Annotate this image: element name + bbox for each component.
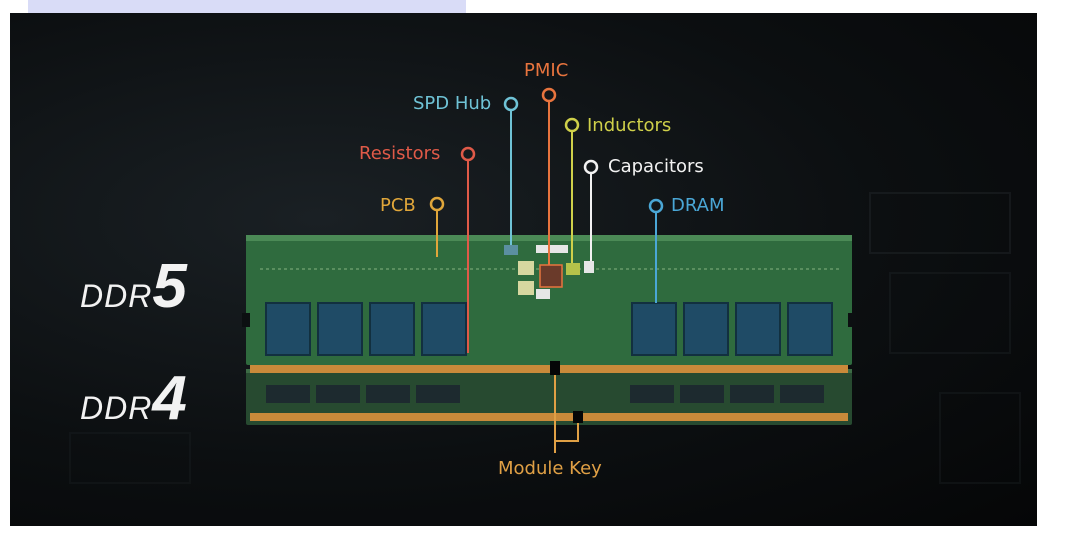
capacitors-label: Capacitors [608, 156, 704, 177]
pmic-label: PMIC [524, 60, 569, 81]
ddr5-gold-contacts [250, 365, 848, 373]
module-key-label: Module Key [498, 458, 602, 479]
pcb-leader [429, 196, 445, 257]
pmic-leader [541, 87, 557, 265]
ddr5-title-prefix: DDR [80, 278, 153, 314]
resistors-label: Resistors [359, 143, 441, 164]
module-key-bracket [554, 375, 579, 453]
ddr5-center-components [504, 245, 594, 299]
ddr4-module [246, 369, 852, 425]
capacitors-leader [583, 159, 599, 261]
pmic-chip [539, 264, 563, 288]
ddr5-key-notch [550, 361, 560, 375]
ddr5-dram-chips [265, 302, 833, 356]
ram-module-diagram [69, 87, 1021, 484]
spd-hub-leader [503, 96, 519, 245]
dram-label: DRAM [671, 195, 725, 216]
ddr4-title-prefix: DDR [80, 390, 153, 426]
ddr4-title-number: 4 [152, 364, 187, 433]
ddr4-key-notch [573, 411, 583, 423]
inductors-label: Inductors [587, 115, 672, 136]
ddr5-title: DDR5 [80, 251, 187, 322]
dram-leader [648, 198, 664, 303]
resistors-leader [460, 146, 476, 353]
diagram-stage: PMIC SPD Hub Inductors Resistors Capacit… [10, 13, 1037, 526]
ddr4-title: DDR4 [80, 363, 187, 434]
inductors-leader [564, 117, 580, 263]
top-highlight-bar [28, 0, 466, 14]
background-circuit [69, 192, 1021, 484]
pcb-label: PCB [380, 195, 416, 216]
ddr5-title-number: 5 [152, 252, 187, 321]
spd-hub-label: SPD Hub [413, 93, 492, 114]
ddr4-chips [266, 385, 824, 403]
ddr4-gold-contacts [250, 413, 848, 421]
